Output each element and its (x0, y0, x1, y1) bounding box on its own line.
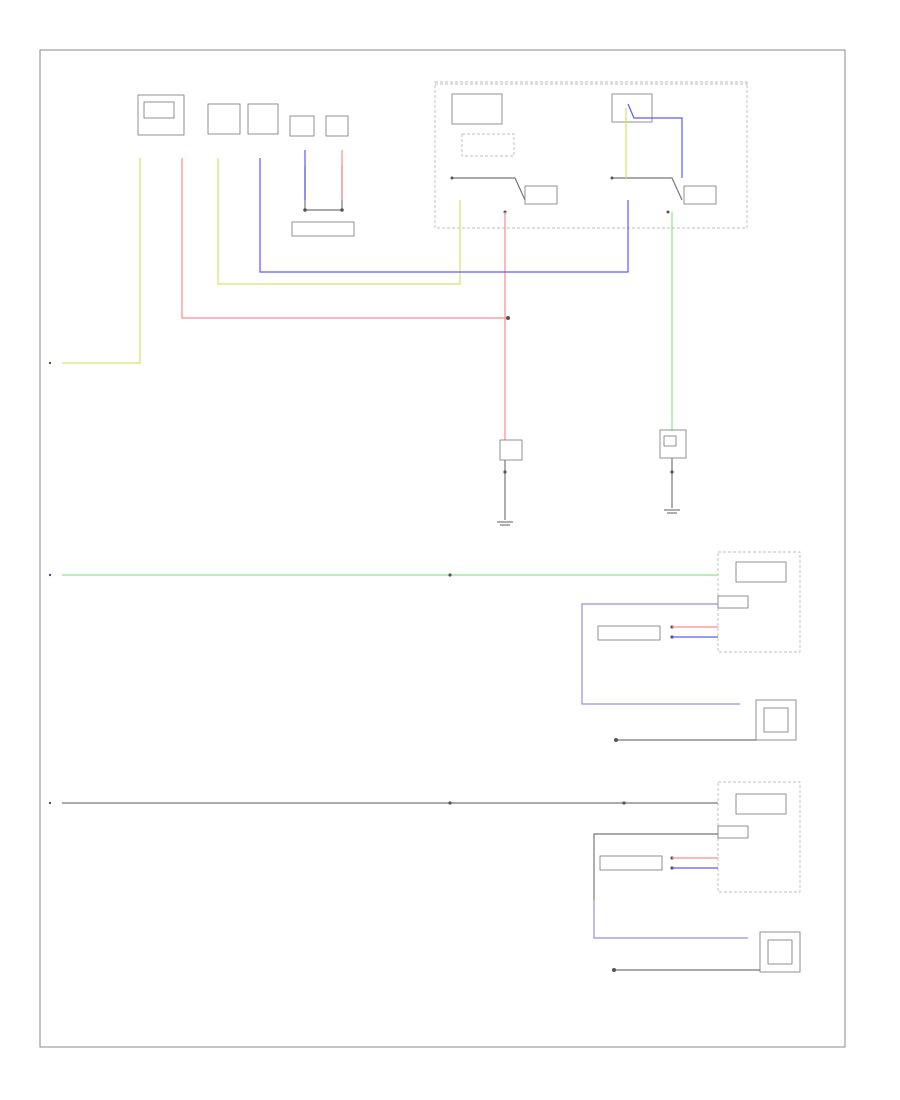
rear-switch-connector (599, 855, 718, 871)
body-control-block (207, 103, 241, 135)
wire-violet-loop-rear (593, 900, 748, 939)
lower-left-component (497, 439, 523, 526)
module-relay-left (451, 93, 503, 125)
wire-blue-module (627, 103, 683, 178)
top-left-component (137, 94, 185, 136)
section-marker-2 (48, 573, 52, 577)
connector-dot-2 (448, 801, 452, 805)
rear-window-motor (612, 931, 801, 973)
wire-yellow-green (62, 158, 141, 364)
lower-right-sensor (659, 429, 687, 514)
module-relay-mid (461, 133, 515, 157)
section-marker-3 (48, 801, 52, 805)
passenger-door-module (717, 551, 801, 653)
passenger-window-motor (614, 699, 797, 742)
door-block (325, 115, 349, 137)
connector-dot-1 (448, 573, 452, 577)
wire-violet-loop (581, 603, 740, 705)
diagram-frame (39, 49, 846, 1048)
wire-black-loop (593, 833, 718, 900)
wire-red (181, 158, 508, 319)
wire-blue (259, 158, 629, 273)
passenger-switch-connector (597, 625, 718, 641)
switch-block (289, 115, 315, 137)
connector-dot-3 (622, 801, 626, 805)
section-marker-1 (48, 361, 52, 365)
module-switch-contacts (450, 176, 717, 214)
splice-red (506, 316, 510, 320)
module-relay-right (611, 93, 653, 123)
sensor-block (247, 103, 279, 135)
control-module-box (434, 81, 748, 229)
jumper-connector (291, 166, 355, 237)
wire-green (217, 158, 461, 285)
rear-door-module (717, 781, 801, 893)
